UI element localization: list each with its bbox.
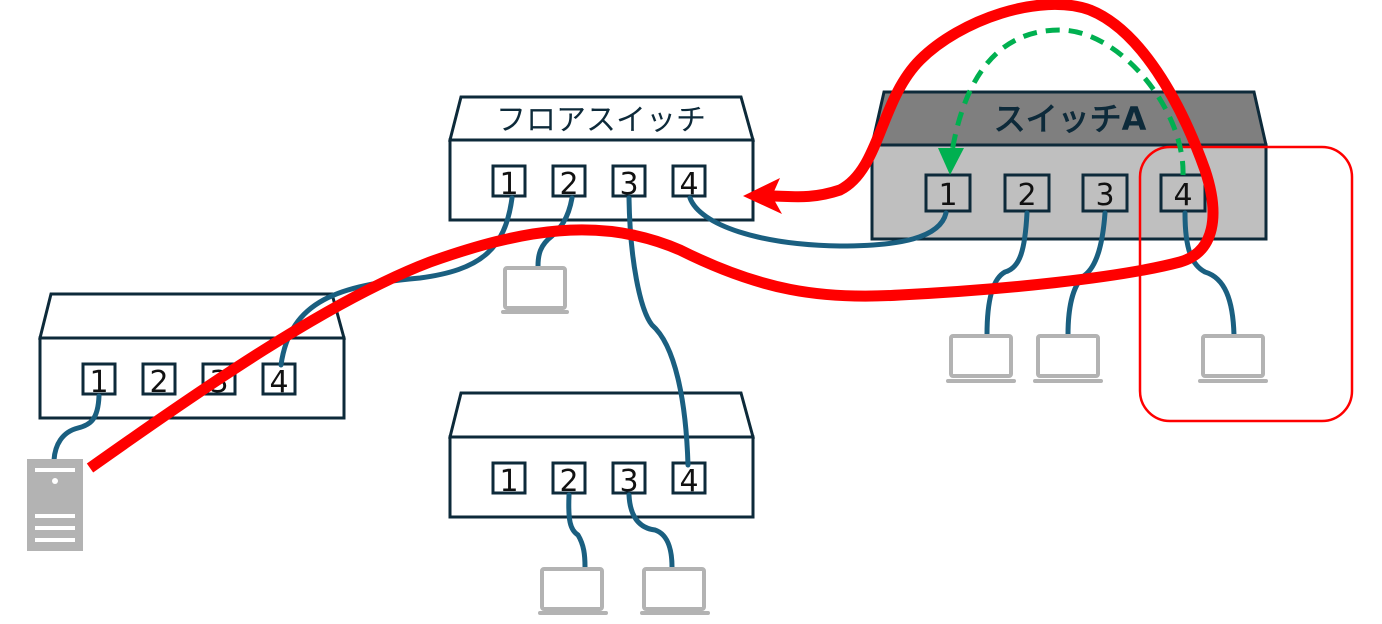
switch-a-port-1[interactable]: 1 bbox=[924, 173, 972, 213]
bottom-switch: 1 2 3 4 bbox=[448, 391, 755, 519]
port-number: 1 bbox=[938, 178, 957, 213]
flood-arrow bbox=[947, 27, 1186, 176]
laptop-icon-bottom-2[interactable] bbox=[538, 567, 608, 615]
floor-switch-port-4[interactable]: 4 bbox=[671, 164, 707, 202]
cable-floor3-bottom4 bbox=[626, 195, 691, 468]
port-number: 4 bbox=[1173, 178, 1192, 213]
port-number: 4 bbox=[679, 167, 698, 202]
left-switch-port-2[interactable]: 2 bbox=[141, 362, 177, 400]
left-switch-port-1[interactable]: 1 bbox=[81, 362, 117, 400]
port-number: 3 bbox=[619, 464, 638, 499]
left-switch-port-4[interactable]: 4 bbox=[261, 362, 297, 400]
cable-bottom2-laptop bbox=[566, 492, 588, 570]
floor-switch-label: フロアスイッチ bbox=[496, 103, 706, 138]
laptop-icon-switchA-4[interactable] bbox=[1198, 334, 1268, 383]
server-icon[interactable] bbox=[27, 459, 83, 551]
laptop-icon-floor[interactable] bbox=[501, 266, 569, 314]
bottom-switch-port-1[interactable]: 1 bbox=[491, 461, 527, 499]
left-switch: 1 2 3 4 bbox=[38, 292, 346, 420]
cable-switchA4-laptop bbox=[1182, 210, 1237, 338]
port-number: 4 bbox=[269, 365, 288, 400]
bottom-switch-port-3[interactable]: 3 bbox=[611, 461, 647, 499]
port-number: 1 bbox=[89, 365, 108, 400]
cable-switchA2-laptop bbox=[984, 210, 1030, 338]
loop-path bbox=[86, 0, 1219, 473]
floor-switch-port-1[interactable]: 1 bbox=[491, 164, 527, 202]
floor-switch-port-2[interactable]: 2 bbox=[551, 164, 587, 202]
port-number: 2 bbox=[559, 464, 578, 499]
port-number: 2 bbox=[1017, 178, 1036, 213]
laptop-icon-switchA-3[interactable] bbox=[1033, 334, 1103, 383]
switch-a-port-4[interactable]: 4 bbox=[1159, 173, 1207, 213]
switch-a-port-3[interactable]: 3 bbox=[1081, 173, 1129, 213]
highlight-box bbox=[1138, 145, 1354, 423]
floor-switch-port-3[interactable]: 3 bbox=[611, 164, 647, 202]
cable-bottom3-laptop bbox=[626, 492, 675, 570]
laptop-icon-switchA-2[interactable] bbox=[946, 334, 1016, 383]
port-number: 1 bbox=[499, 167, 518, 202]
switch-a-label: スイッチA bbox=[994, 100, 1147, 138]
cable-left1-server bbox=[51, 393, 102, 463]
switch-a-port-2[interactable]: 2 bbox=[1003, 173, 1051, 213]
bottom-switch-port-2[interactable]: 2 bbox=[551, 461, 587, 499]
loop-arrowhead-icon bbox=[743, 178, 782, 214]
port-number: 1 bbox=[499, 464, 518, 499]
port-number: 3 bbox=[619, 167, 638, 202]
bottom-switch-port-4[interactable]: 4 bbox=[671, 461, 707, 499]
flood-arrowhead-icon bbox=[938, 148, 964, 175]
floor-switch: フロアスイッチ 1 2 3 4 bbox=[448, 95, 755, 222]
port-number: 3 bbox=[1095, 178, 1114, 213]
bottom-switch-top bbox=[448, 391, 755, 439]
port-number: 2 bbox=[149, 365, 168, 400]
laptop-icon-bottom-3[interactable] bbox=[640, 567, 710, 615]
cable-floor4-switchA1 bbox=[687, 195, 949, 249]
port-number: 4 bbox=[679, 464, 698, 499]
port-number: 2 bbox=[559, 167, 578, 202]
